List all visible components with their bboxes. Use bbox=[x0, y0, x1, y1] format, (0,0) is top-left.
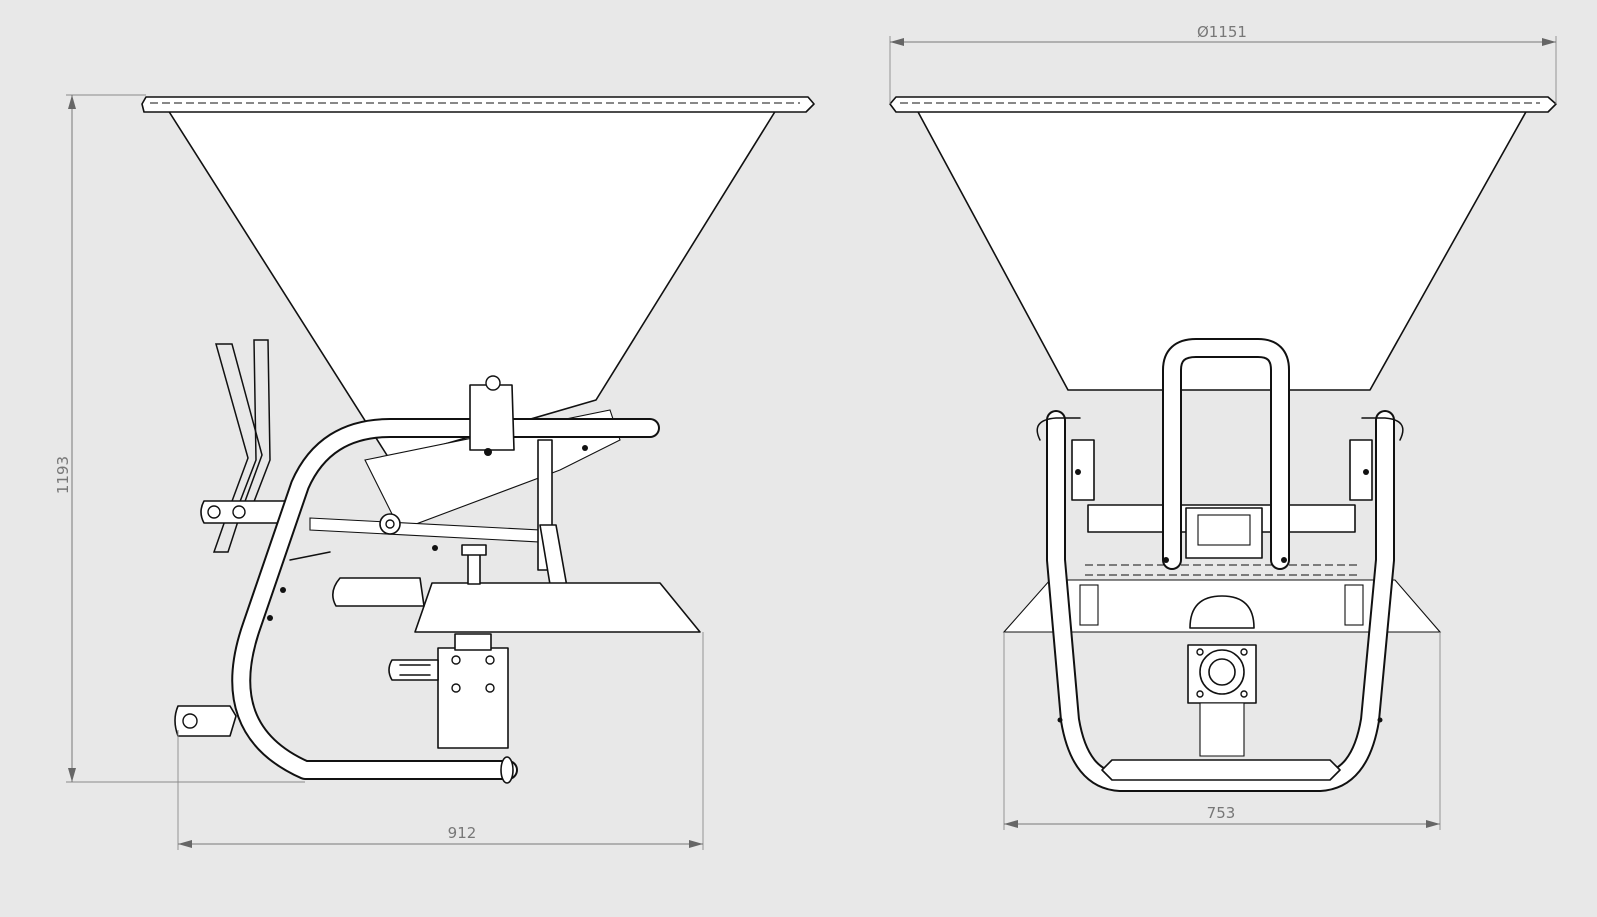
side-gearbox-top bbox=[454, 633, 492, 651]
dimension-side-width: 912 bbox=[177, 632, 704, 850]
front-width-arrow-left bbox=[1004, 820, 1018, 828]
side-width-dim-label: 912 bbox=[448, 824, 477, 842]
front-gearbox-bolt-2 bbox=[1240, 648, 1248, 656]
front-gearbox-bolt-1 bbox=[1196, 648, 1204, 656]
side-pto-shaft bbox=[388, 659, 439, 681]
front-bolt-3 bbox=[1163, 557, 1169, 563]
side-lever-right bbox=[234, 339, 271, 513]
side-gearbox-bolt-1 bbox=[451, 655, 461, 665]
side-linkage-lower bbox=[289, 551, 331, 561]
side-top-clamp bbox=[469, 384, 515, 451]
side-frame-bolt-4 bbox=[432, 545, 438, 551]
side-shaft-collar-top bbox=[461, 544, 487, 556]
front-gearbox-bolt-3 bbox=[1196, 690, 1204, 698]
side-linkage-hub-inner bbox=[385, 519, 395, 529]
front-bolt-6 bbox=[1377, 717, 1383, 723]
front-width-dim-label: 753 bbox=[1207, 804, 1236, 822]
front-center-block-inner bbox=[1197, 514, 1251, 546]
front-bolt-2 bbox=[1363, 469, 1369, 475]
side-gearbox-bolt-3 bbox=[451, 683, 461, 693]
side-gearbox-bolt-4 bbox=[485, 683, 495, 693]
diameter-arrow-right bbox=[1542, 38, 1556, 46]
side-frame-tube-fill bbox=[233, 420, 658, 778]
front-foot-plate bbox=[1101, 759, 1341, 781]
side-frame-tube-end bbox=[500, 756, 514, 784]
diameter-arrow-left bbox=[890, 38, 904, 46]
dimension-front-width: 753 bbox=[1003, 632, 1441, 830]
side-spinner-disc bbox=[414, 582, 701, 633]
front-bolt-1 bbox=[1075, 469, 1081, 475]
dimension-height: 1193 bbox=[54, 94, 305, 783]
height-dim-label: 1193 bbox=[54, 456, 72, 494]
front-lower-plate-left bbox=[1079, 584, 1099, 626]
side-lower-hitch-hole bbox=[182, 713, 198, 729]
side-deflector bbox=[332, 577, 425, 607]
front-side-bracket-right bbox=[1349, 439, 1373, 501]
side-spinner-shaft bbox=[467, 551, 481, 585]
front-frame-tube-outer-left bbox=[1036, 417, 1081, 441]
side-linkage-arm bbox=[309, 517, 541, 543]
front-side-bracket-left bbox=[1071, 439, 1095, 501]
side-gearbox-bolt-2 bbox=[485, 655, 495, 665]
front-gearbox-bolt-4 bbox=[1240, 690, 1248, 698]
front-view: Ø1151 753 bbox=[889, 23, 1557, 830]
side-hopper-rim bbox=[141, 96, 815, 113]
front-frame-tube-outer-right bbox=[1361, 417, 1404, 441]
front-gearbox-stand bbox=[1199, 702, 1245, 757]
side-frame-bolt-2 bbox=[267, 615, 273, 621]
front-gearbox-housing bbox=[1189, 595, 1255, 629]
side-width-arrow-right bbox=[689, 840, 703, 848]
front-frame-tube-fill bbox=[1048, 412, 1393, 790]
side-view: 1193 912 bbox=[54, 94, 815, 850]
side-top-clamp-bolt-1 bbox=[485, 375, 501, 391]
front-bolt-4 bbox=[1281, 557, 1287, 563]
side-frame-bolt-3 bbox=[582, 445, 588, 451]
side-toplink-hole-1 bbox=[207, 505, 221, 519]
front-hopper-rim bbox=[889, 96, 1557, 113]
front-gearbox-inner-ring bbox=[1208, 658, 1236, 686]
dimension-diameter: Ø1151 bbox=[889, 23, 1557, 104]
side-frame-bolt-1 bbox=[280, 587, 286, 593]
front-width-arrow-right bbox=[1426, 820, 1440, 828]
side-top-clamp-bolt-2 bbox=[484, 448, 492, 456]
diameter-dim-label: Ø1151 bbox=[1197, 23, 1247, 41]
side-gearbox bbox=[437, 647, 509, 749]
height-arrow-bottom bbox=[68, 768, 76, 782]
side-toplink-hole-2 bbox=[232, 505, 246, 519]
height-arrow-top bbox=[68, 95, 76, 109]
front-lower-plate-right bbox=[1344, 584, 1364, 626]
front-bolt-5 bbox=[1057, 717, 1063, 723]
side-lever-left bbox=[212, 343, 263, 553]
side-width-arrow-left bbox=[178, 840, 192, 848]
